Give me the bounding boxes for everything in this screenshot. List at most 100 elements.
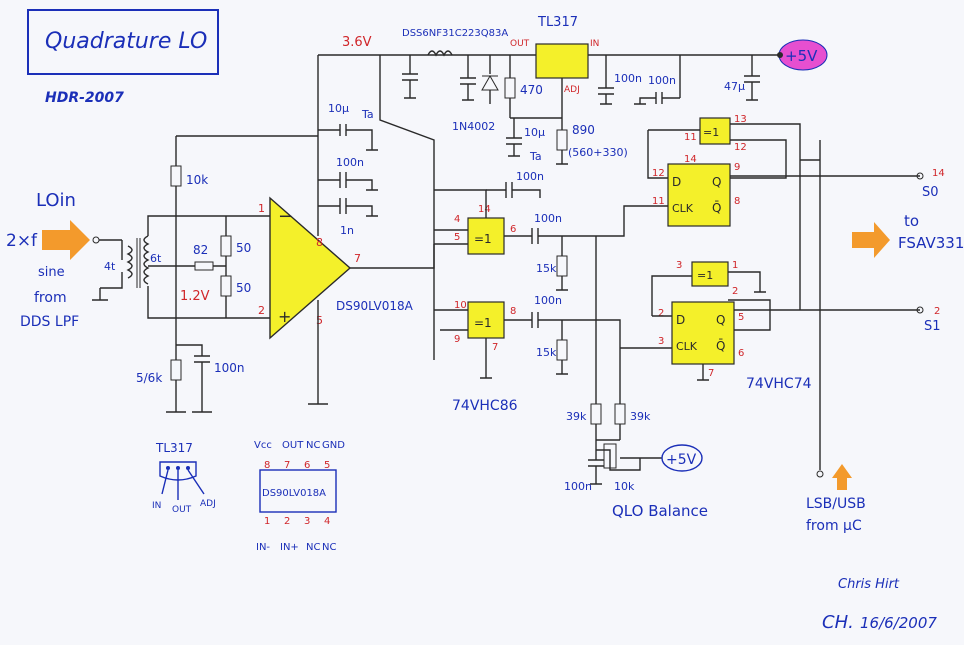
c100n-xor-label: 100n [516,170,544,183]
svg-text:=1: =1 [703,126,719,139]
r56k-label: 5/6k [136,371,162,385]
comparator-plus: + [278,307,291,326]
xor2-pin-out: 8 [510,306,516,317]
title: Quadrature LO [45,29,207,54]
c100n-coupling-b: 100n [534,294,562,307]
lsb-label-2: from μC [806,518,862,534]
svg-text:8: 8 [264,460,270,471]
svg-text:3: 3 [304,516,310,527]
transformer [126,235,150,288]
subtitle: HDR-2007 [45,90,124,106]
flipflop-2: D Q CLK Q̄ [671,301,735,365]
xor1-pin-b: 5 [454,232,460,243]
lsb-arrow-icon [832,464,852,490]
xor1-pin-a: 4 [454,214,460,225]
r39k-a-label: 39k [566,410,587,423]
svg-text:IN-: IN- [256,542,270,553]
xor3-pin-out: 13 [734,114,747,125]
author-name: Chris Hirt [838,577,900,592]
svg-text:Q: Q [712,175,721,189]
ff2-q-pin: 5 [738,312,744,323]
regulator-out-pin: OUT [510,39,530,49]
cmp-pin7: 7 [354,252,361,265]
ff2-qbar-pin: 6 [738,348,744,359]
svg-text:NC: NC [306,542,320,553]
lsb-terminal [816,470,824,478]
svg-text:Vcc: Vcc [254,440,272,451]
r890-label: 890 [572,123,595,137]
ff-ic-name: 74VHC74 [746,376,812,392]
output-arrow-icon [852,222,890,258]
cmp-pin1: 1 [258,202,265,215]
r10k-label: 10k [186,173,208,187]
output-s0-terminal [916,172,924,180]
xor4-pin-a: 1 [732,260,738,271]
ff1-qbar-pin: 8 [734,196,740,207]
svg-text:Q: Q [716,313,725,327]
ff2-gnd-pin: 7 [708,368,714,379]
to92-package [159,461,197,481]
pot-10k-label: 10k [614,480,635,493]
c1n-label: 1n [340,224,354,237]
xor4-pin-out: 3 [676,260,682,271]
pinout-in-label: IN [152,501,161,511]
regulator-adj-pin: ADJ [564,85,580,95]
svg-text:CLK: CLK [672,202,694,215]
svg-text:NC: NC [322,542,336,553]
resistor-15k-a [556,255,568,277]
input-terminal [92,236,100,244]
source-label: DDS LPF [20,314,79,330]
resistor-5k6 [170,359,182,381]
ff1-q-pin: 9 [734,162,740,173]
c100n-ff-label: 100n [648,74,676,87]
balance-label: QLO Balance [612,502,708,520]
svg-text:1: 1 [264,516,270,527]
r15k-a-label: 15k [536,262,557,275]
c10u-label: 10μ [328,102,349,115]
s0-pin: 14 [932,168,945,179]
r15k-b-label: 15k [536,346,557,359]
s1-pin: 2 [934,306,940,317]
resistor-470 [504,77,516,99]
lsb-label-1: LSB/USB [806,496,866,512]
pinout-regulator-title: TL317 [155,441,193,455]
xor3-pin-a: 11 [684,132,697,143]
output-target-label: FSAV331 [898,234,964,252]
svg-text:D: D [672,175,681,189]
flipflop-1: D Q CLK Q̄ [667,163,731,227]
cmp-pin8: 8 [316,236,323,249]
pinout-adj-label: ADJ [200,499,216,509]
filter-part-label: DSS6NF31C223Q83A [402,28,508,39]
comparator-symbol [269,196,352,340]
output-to-label: to [904,212,919,230]
svg-text:DS90LV018A: DS90LV018A [262,488,326,499]
xor2-pin-b: 9 [454,334,460,345]
input-arrow-icon [42,220,90,260]
diode-symbol [481,74,499,91]
svg-text:5: 5 [324,460,330,471]
from-label: from [34,290,67,306]
resistor-10k [170,165,182,187]
svg-text:=1: =1 [474,316,492,330]
cmp-pin2: 2 [258,304,265,317]
c10u-b-label: 10μ [524,126,545,139]
svg-text:2: 2 [284,516,290,527]
xor2-pin-a: 10 [454,300,467,311]
ta-b-label: Ta [529,150,542,163]
v12-label: 1.2V [180,289,210,304]
svg-text:Q̄: Q̄ [712,201,721,215]
svg-text:GND: GND [322,440,345,451]
comparator-minus: − [278,206,293,227]
regulator-body [535,43,589,79]
cmp-pin5: 5 [316,314,323,327]
resistor-50a [220,235,232,257]
c100n-bias-label: 100n [214,361,245,375]
c47u-label: 47μ [724,80,745,93]
c100n-cmp-label: 100n [336,156,364,169]
r50a-label: 50 [236,241,251,255]
svg-text:NC: NC [306,440,320,451]
r82-label: 82 [193,243,208,257]
xor-gate-3: =1 [699,117,731,145]
ff1-d-pin: 12 [652,168,665,179]
